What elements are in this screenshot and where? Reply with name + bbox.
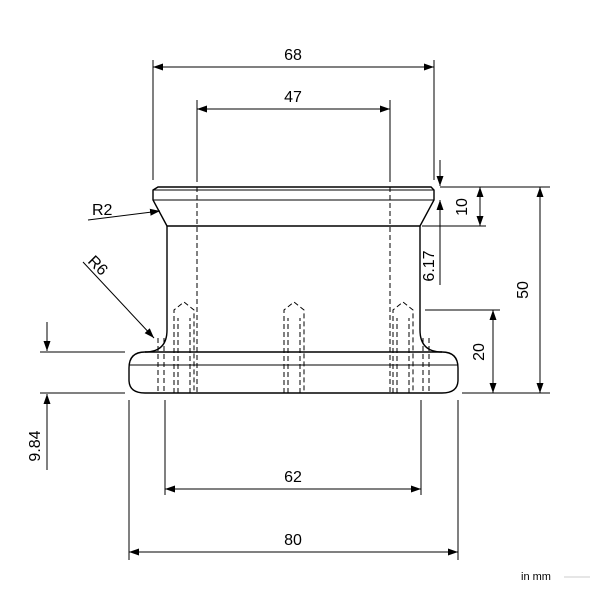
extension-lines bbox=[40, 60, 550, 560]
dim-text-62: 62 bbox=[284, 469, 302, 486]
leader-r6 bbox=[82, 261, 155, 339]
dim-text-50: 50 bbox=[515, 281, 532, 299]
leader-r2 bbox=[87, 208, 161, 221]
dim-text-47: 47 bbox=[284, 89, 302, 106]
dim-text-r6: R6 bbox=[84, 253, 111, 280]
dim-text-9-84: 9.84 bbox=[27, 430, 44, 461]
dim-text-68: 68 bbox=[284, 47, 302, 64]
dim-text-20: 20 bbox=[471, 343, 488, 361]
dim-text-80: 80 bbox=[284, 532, 302, 549]
dimension-lines bbox=[43, 63, 544, 556]
part-outline bbox=[128, 186, 459, 394]
dim-text-r2: R2 bbox=[92, 202, 113, 219]
hidden-lines bbox=[157, 187, 430, 393]
dim-text-6-17: 6.17 bbox=[421, 250, 438, 281]
units-note: in mm bbox=[521, 571, 551, 583]
dim-text-10: 10 bbox=[454, 198, 471, 216]
